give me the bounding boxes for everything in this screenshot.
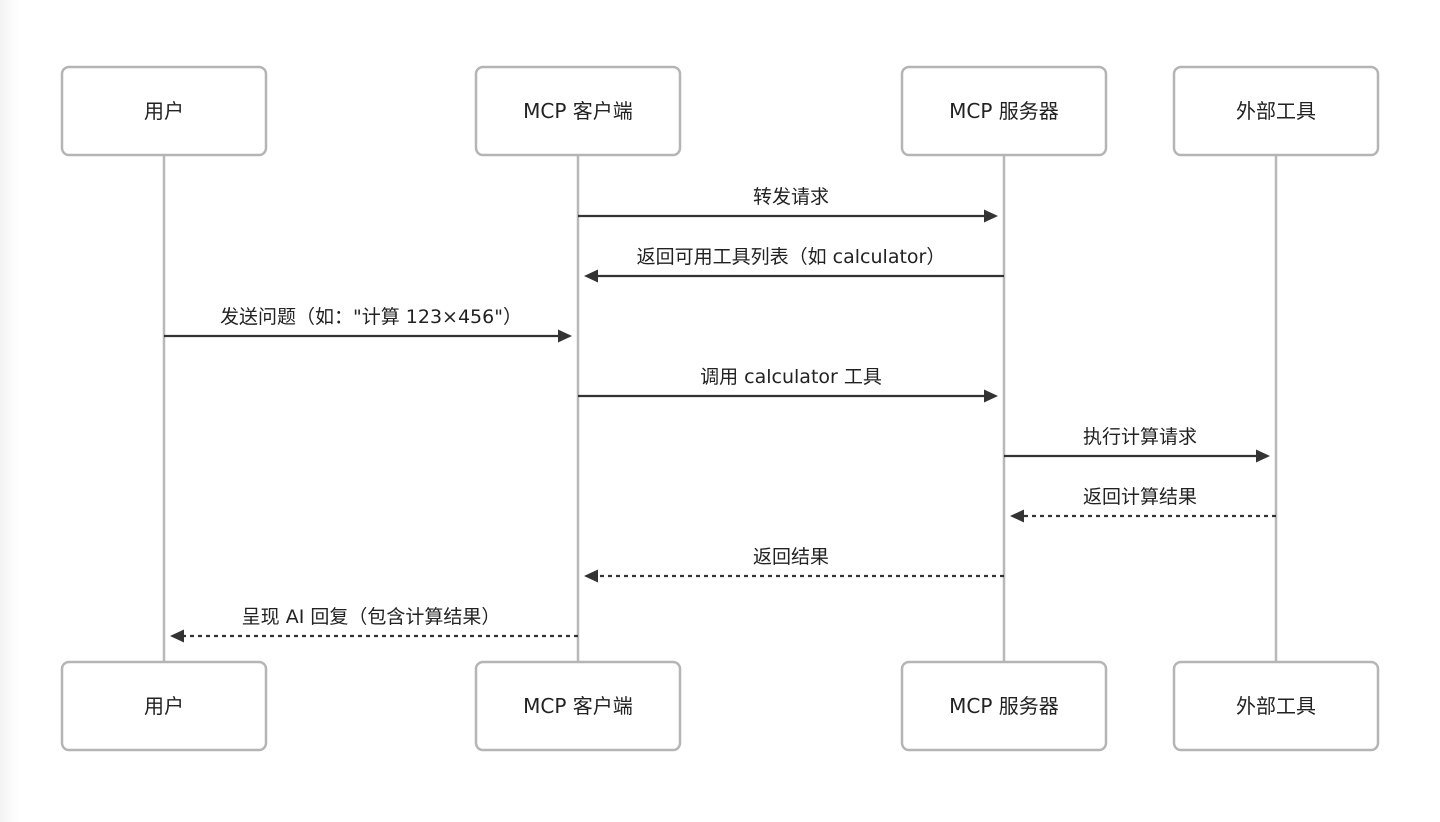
actor-box-frame (60, 660, 268, 752)
actor-box-frame (474, 660, 682, 752)
actor-box-client-bottom: MCP 客户端 (474, 660, 682, 752)
arrowhead-icon (1010, 509, 1024, 523)
actor-box-frame (1172, 65, 1380, 157)
arrowhead-icon (984, 209, 998, 223)
actor-box-tool-bottom: 外部工具 (1172, 660, 1380, 752)
message-label: 转发请求 (753, 186, 829, 208)
actor-label-tool: 外部工具 (1236, 99, 1316, 123)
message-5: 返回计算结果 (1010, 486, 1276, 523)
message-1: 返回可用工具列表（如 calculator） (584, 246, 1004, 283)
actor-box-server-top: MCP 服务器 (900, 65, 1108, 157)
actor-label-client: MCP 客户端 (523, 99, 633, 123)
message-label: 返回计算结果 (1083, 486, 1197, 508)
actor-box-frame (474, 65, 682, 157)
message-label: 返回结果 (753, 546, 829, 568)
arrowhead-icon (584, 269, 598, 283)
actor-box-client-top: MCP 客户端 (474, 65, 682, 157)
actor-label-user: 用户 (144, 99, 184, 123)
arrowhead-icon (1256, 449, 1270, 463)
actor-box-user-top: 用户 (60, 65, 268, 157)
actor-box-tool-top: 外部工具 (1172, 65, 1380, 157)
message-0: 转发请求 (578, 186, 998, 223)
lifelines (162, 155, 1278, 662)
actor-box-frame (1172, 660, 1380, 752)
actor-box-frame (900, 65, 1108, 157)
message-label: 发送问题（如："计算 123×456"） (220, 306, 522, 328)
left-edge-shadow (0, 0, 20, 822)
message-label: 返回可用工具列表（如 calculator） (637, 246, 946, 268)
arrowhead-icon (984, 389, 998, 403)
actor-box-frame (60, 65, 268, 157)
actor-label-server: MCP 服务器 (949, 99, 1059, 123)
message-3: 调用 calculator 工具 (578, 366, 998, 403)
arrowhead-icon (584, 569, 598, 583)
arrowhead-icon (170, 629, 184, 643)
message-label: 呈现 AI 回复（包含计算结果） (242, 606, 501, 628)
actor-label-server: MCP 服务器 (949, 694, 1059, 718)
actor-box-user-bottom: 用户 (60, 660, 268, 752)
message-2: 发送问题（如："计算 123×456"） (164, 306, 572, 343)
actor-box-server-bottom: MCP 服务器 (900, 660, 1108, 752)
message-7: 呈现 AI 回复（包含计算结果） (170, 606, 578, 643)
arrowhead-icon (558, 329, 572, 343)
message-label: 执行计算请求 (1083, 426, 1197, 448)
actor-label-client: MCP 客户端 (523, 694, 633, 718)
actor-label-tool: 外部工具 (1236, 694, 1316, 718)
message-4: 执行计算请求 (1004, 426, 1270, 463)
actors-top: 用户 MCP 客户端 MCP 服务器 外部工具 (60, 65, 1380, 157)
actor-label-user: 用户 (144, 694, 184, 718)
message-label: 调用 calculator 工具 (700, 366, 882, 388)
message-6: 返回结果 (584, 546, 1004, 583)
actors-bottom: 用户 MCP 客户端 MCP 服务器 外部工具 (60, 660, 1380, 752)
actor-box-frame (900, 660, 1108, 752)
